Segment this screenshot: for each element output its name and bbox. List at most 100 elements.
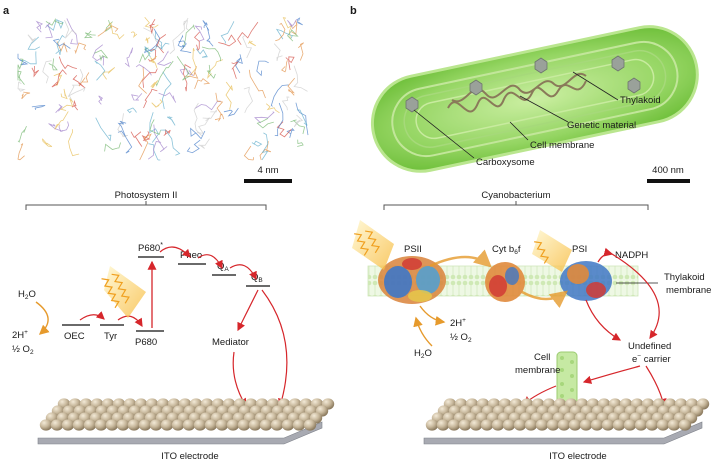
protein-strand [254, 111, 275, 124]
protein-strand [265, 103, 280, 114]
protein-strand [53, 72, 63, 87]
protein-strand [185, 66, 199, 79]
protein-strand [256, 60, 269, 77]
label-mediator: Mediator [212, 337, 249, 348]
protein-strand [282, 17, 293, 39]
arrow-cyt-to-psi [521, 290, 568, 309]
electrode-bead [149, 419, 163, 431]
arrow-psi-to-nadph [597, 247, 614, 263]
protein-strand [274, 102, 284, 137]
protein-strand [190, 127, 206, 140]
protein-strand [297, 17, 303, 26]
electrode-bead [160, 419, 174, 431]
label-proton-a: 2H+ [12, 329, 28, 341]
electrode-bead [513, 419, 527, 431]
protein-strand [143, 27, 162, 47]
protein-strand [202, 109, 217, 119]
electrode-bead [502, 419, 516, 431]
protein-strand [147, 141, 162, 160]
protein-strand [195, 48, 208, 58]
label-thylakoid: Thylakoid [620, 95, 661, 106]
protein-strand [206, 64, 216, 79]
protein-strand [97, 25, 119, 37]
electrode-bead [61, 419, 75, 431]
protein-strand [52, 38, 71, 49]
protein-strand [144, 45, 164, 58]
protein-strand [183, 17, 190, 31]
protein-strand [155, 60, 174, 87]
protein-strand [202, 20, 210, 31]
protein-strand [158, 92, 177, 103]
protein-strand [55, 104, 63, 113]
label-carrier-2: e− carrier [632, 353, 671, 365]
protein-strand [138, 66, 147, 94]
protein-strand [166, 116, 176, 126]
protein-strand [94, 49, 108, 62]
psi-complex [560, 261, 612, 301]
electrode-bead [303, 419, 317, 431]
electrode-bead [215, 419, 229, 431]
protein-strand [189, 48, 197, 76]
protein-strand [92, 44, 104, 66]
protein-strand [193, 102, 203, 137]
protein-strand [242, 34, 253, 59]
protein-strand [98, 95, 104, 105]
protein-strand [149, 119, 161, 135]
protein-strand [95, 117, 112, 142]
protein-strand [182, 24, 196, 49]
protein-strand [31, 65, 40, 78]
protein-strand [42, 60, 52, 84]
arrow-psii-to-cyt [429, 249, 492, 268]
electrode-bead [678, 419, 692, 431]
electrode-bead [226, 419, 240, 431]
electrode-bead [634, 419, 648, 431]
protein-strand [275, 28, 293, 40]
protein-strand [273, 43, 283, 61]
protein-strand [287, 77, 296, 96]
ito-electrode-b [423, 398, 710, 445]
protein-strand [104, 142, 121, 152]
arrow-p680-to-pheo [159, 246, 191, 258]
protein-strand [94, 60, 106, 81]
protein-strand [163, 129, 171, 136]
protein-strand [186, 139, 201, 154]
protein-strand [72, 75, 85, 89]
protein-strand [194, 25, 205, 42]
protein-strand [60, 88, 68, 100]
protein-strand [58, 121, 70, 132]
electrode-bead [480, 419, 494, 431]
electrode-bead [546, 419, 560, 431]
protein-strand [215, 92, 224, 120]
protein-strand [17, 143, 25, 161]
arrow-tyr-to-p680 [117, 315, 143, 328]
protein-strand [207, 59, 224, 80]
electrode-bead [612, 419, 626, 431]
label-water-a: H2O [18, 289, 36, 301]
protein-strand [45, 17, 63, 26]
label-psii: PSII [404, 244, 422, 255]
protein-strand [78, 72, 90, 87]
protein-strand [276, 121, 292, 138]
protein-strand [102, 67, 115, 80]
sunlight-b-left [352, 220, 394, 270]
cell-membrane-segment [556, 351, 578, 405]
bracket-b [383, 201, 649, 210]
protein-strand [148, 18, 156, 35]
label-thylakoid-membrane-1: Thylakoid [664, 272, 705, 283]
cell-membrane-pattern [560, 356, 574, 398]
label-proton-b: 2H+ [450, 317, 466, 329]
protein-strand [21, 91, 31, 100]
arrow-carrier-to-membrane [582, 365, 641, 384]
electrode-bead [39, 419, 53, 431]
scale-bar-a-label: 4 nm [257, 165, 278, 176]
protein-strand [17, 70, 25, 85]
label-water-b: H2O [414, 348, 432, 360]
protein-strand [59, 98, 74, 111]
ito-electrode-a [37, 398, 335, 445]
protein-strand [143, 88, 158, 109]
protein-strand [156, 50, 172, 66]
protein-strand [201, 46, 222, 62]
electrode-bead [83, 419, 97, 431]
panel-a-letter: a [3, 5, 10, 17]
